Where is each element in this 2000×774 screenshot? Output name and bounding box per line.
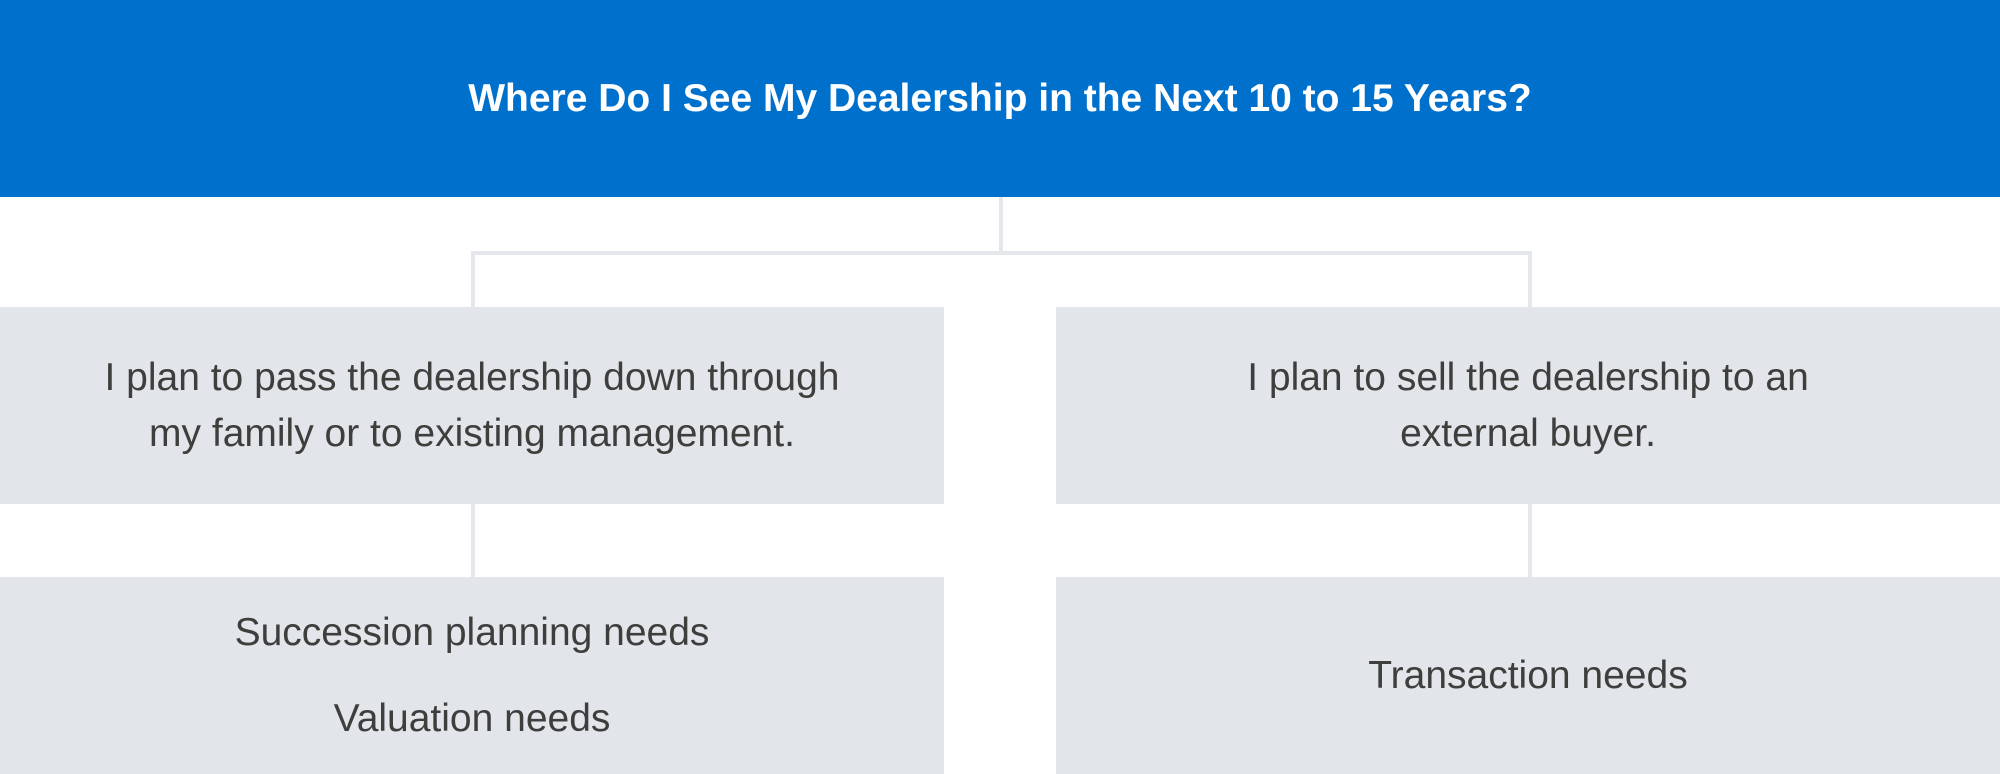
connector-horizontal xyxy=(471,251,1532,255)
needs-pass-down-box: Succession planning needs Valuation need… xyxy=(0,577,944,774)
need-item: Succession planning needs xyxy=(234,610,710,654)
connector-left-down xyxy=(471,251,475,307)
option-text-line: I plan to pass the dealership down throu… xyxy=(104,355,840,399)
option-text-line: my family or to existing management. xyxy=(149,411,795,455)
connector-right-down xyxy=(1528,251,1532,307)
connector-root-vertical xyxy=(999,197,1003,254)
diagram-title: Where Do I See My Dealership in the Next… xyxy=(468,76,1532,120)
connector-left-needs xyxy=(471,504,475,578)
option-sell-box: I plan to sell the dealership to an exte… xyxy=(1056,307,2000,504)
need-item: Valuation needs xyxy=(333,696,611,740)
needs-sell-box: Transaction needs xyxy=(1056,577,2000,774)
option-pass-down-box: I plan to pass the dealership down throu… xyxy=(0,307,944,504)
header-banner: Where Do I See My Dealership in the Next… xyxy=(0,0,2000,197)
need-item: Transaction needs xyxy=(1368,653,1688,697)
option-text-line: I plan to sell the dealership to an xyxy=(1247,355,1809,399)
connector-right-needs xyxy=(1528,504,1532,578)
option-text-line: external buyer. xyxy=(1400,411,1656,455)
